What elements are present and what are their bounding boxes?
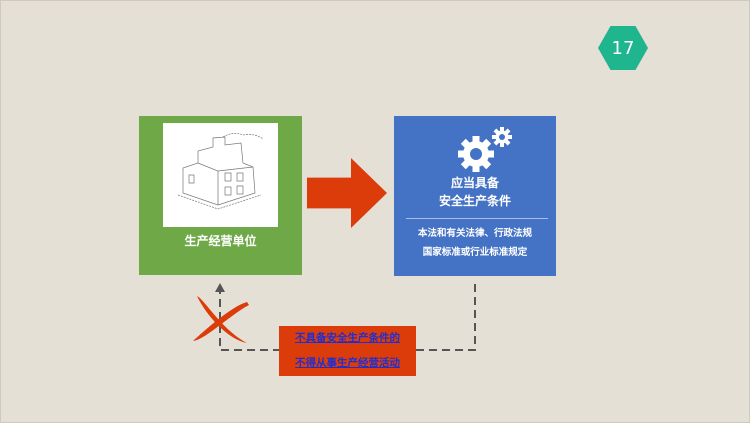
production-unit-box: 生产经营单位: [139, 116, 302, 275]
title-line: 安全生产条件: [438, 194, 511, 208]
gears-icon: [458, 127, 512, 172]
title-line: 应当具备: [450, 176, 499, 190]
cross-mark-icon: [193, 296, 249, 343]
divider: [406, 218, 548, 219]
prohibition-line[interactable]: 不具备安全生产条件的: [295, 332, 400, 344]
production-unit-label: 生产经营单位: [184, 234, 257, 248]
prohibition-line[interactable]: 不得从事生产经营活动: [295, 357, 400, 369]
prohibition-note: 不具备安全生产条件的 不得从事生产经营活动: [279, 326, 416, 376]
safety-conditions-box: 应当具备 安全生产条件 本法和有关法律、行政法规 国家标准或行业标准规定: [394, 116, 556, 276]
factory-image: [163, 123, 278, 227]
up-arrowhead-icon: [215, 283, 225, 292]
sub-line: 国家标准或行业标准规定: [422, 247, 528, 258]
sub-line: 本法和有关法律、行政法规: [417, 228, 532, 239]
